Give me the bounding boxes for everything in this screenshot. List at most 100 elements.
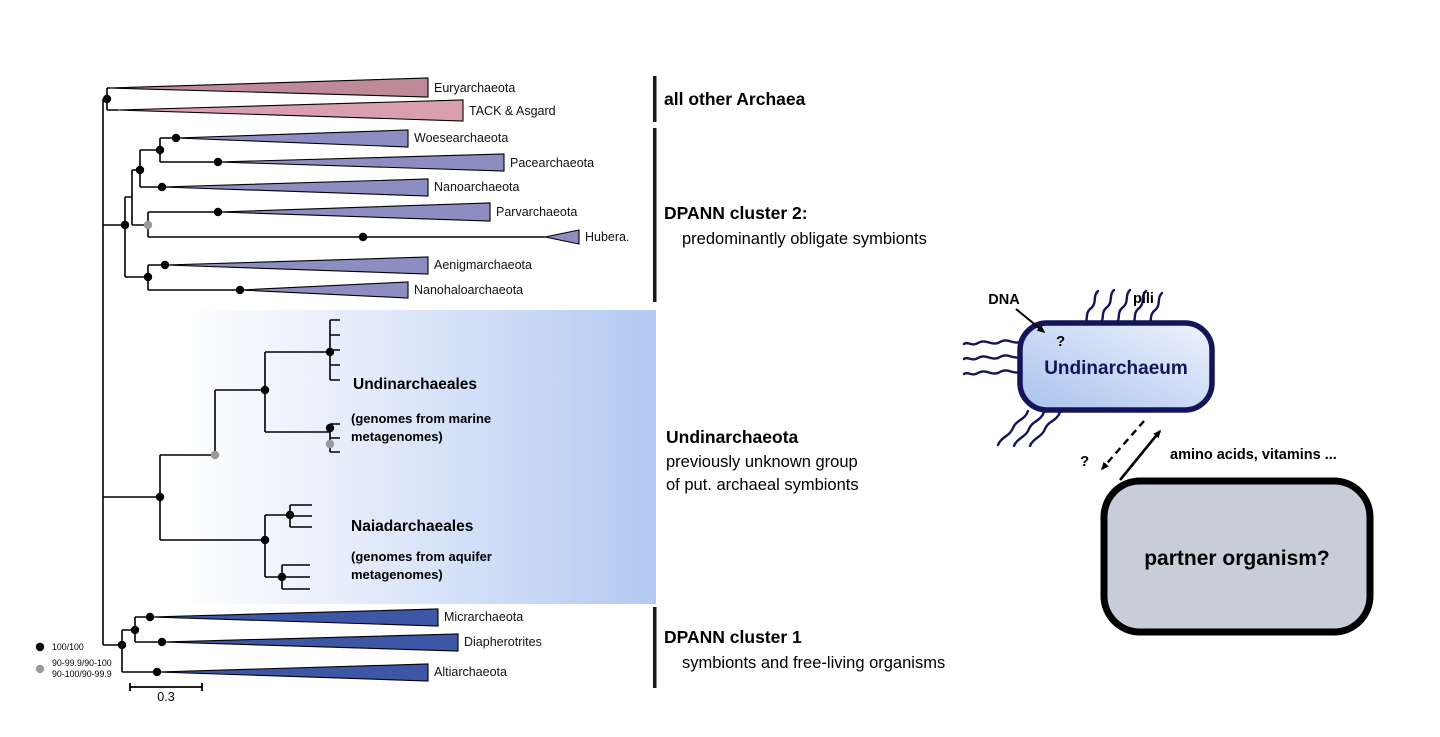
- tip-label-huberarchaeota: Hubera.: [585, 230, 629, 244]
- group-subtitle-dpann2: predominantly obligate symbionts: [682, 230, 927, 248]
- support-dots-partial: [35, 220, 335, 674]
- flagellum-line: [1028, 410, 1062, 448]
- divider-other-archaea: [653, 76, 657, 122]
- tip-label-diapherotrites: Diapherotrites: [464, 635, 542, 649]
- clade-triangle-aenigmarchaeota: [164, 256, 429, 275]
- support-dots-full: [35, 94, 368, 677]
- node-dot: [102, 94, 112, 104]
- group-title-dpann2: DPANN cluster 2:: [664, 203, 808, 223]
- clade-triangle-diapherotrites: [161, 633, 459, 652]
- flagellum-line: [996, 409, 1030, 447]
- node-dot: [235, 285, 245, 295]
- clade-triangle-pacearchaeota: [217, 153, 505, 172]
- undinarchaeum-illustration: Undinarchaeum DNA ? pili ? amino acids, …: [962, 288, 1374, 636]
- legend-partial-support-label-line2: 90-100/90-99.9: [52, 669, 112, 679]
- group-title-undinarchaeota: Undinarchaeota: [666, 427, 799, 447]
- scale-bar: [129, 683, 203, 691]
- tip-label-woesearchaeota: Woesearchaeota: [414, 131, 508, 145]
- exchange-arrow-nutrients: [1118, 429, 1162, 481]
- flagellum-line: [962, 369, 1024, 376]
- tip-label-euryarchaeota: Euryarchaeota: [434, 81, 515, 95]
- naiadarchaeales-name: Naiadarchaeales: [351, 518, 473, 535]
- node-dot: [213, 157, 223, 167]
- partner-organism-box: [1100, 477, 1374, 636]
- clade-triangles: [107, 77, 580, 682]
- clade-triangle-woesearchaeota: [175, 129, 409, 148]
- branches-dpann1: [103, 616, 162, 673]
- node-dot: [277, 572, 287, 582]
- group-desc-undinarchaeota-line2: of put. archaeal symbionts: [666, 476, 859, 494]
- flagellum-line: [1012, 410, 1046, 448]
- undinarchaeales-desc-line2: metagenomes): [351, 429, 443, 444]
- node-dot: [155, 492, 165, 502]
- node-dot: [285, 510, 295, 520]
- node-dot: [130, 625, 140, 635]
- node-dot: [157, 637, 167, 647]
- tip-labels: Euryarchaeota TACK & Asgard Woesearchaeo…: [414, 81, 629, 679]
- flagellum-line: [962, 354, 1024, 361]
- node-dot: [143, 272, 153, 282]
- group-subtitle-dpann1: symbionts and free-living organisms: [682, 654, 945, 672]
- undinarchaeales-desc-line1: (genomes from marine: [351, 411, 491, 426]
- undinarchaeota-highlight-box: [180, 310, 656, 604]
- node-dot: [213, 207, 223, 217]
- group-title-dpann1: DPANN cluster 1: [664, 627, 802, 647]
- legend-partial-support-label-line1: 90-99.9/90-100: [52, 658, 112, 668]
- dna-question-mark: ?: [1056, 333, 1065, 350]
- node-dot: [325, 423, 335, 433]
- node-dot: [160, 260, 170, 270]
- clade-triangle-parvarchaeota: [217, 202, 491, 222]
- partner-organism-label: partner organism?: [1144, 547, 1330, 570]
- inner-clade-labels: Undinarchaeales (genomes from marine met…: [351, 376, 492, 582]
- clade-triangle-altiarchaeota: [156, 663, 429, 682]
- pili-label: pili: [1133, 291, 1154, 307]
- naiadarchaeales-desc-line2: metagenomes): [351, 567, 443, 582]
- divider-dpann1: [653, 607, 657, 688]
- divider-dpann2: [653, 128, 657, 302]
- group-labels: all other Archaea DPANN cluster 2: predo…: [664, 89, 945, 672]
- node-dot-gray: [210, 450, 220, 460]
- legend-full-support-label: 100/100: [52, 642, 84, 652]
- exchange-arrow-unknown: [1101, 420, 1145, 471]
- clade-triangle-huberarchaeota: [544, 229, 580, 245]
- legend: 100/100 90-99.9/90-100 90-100/90-99.9 0.…: [52, 642, 203, 704]
- clade-triangle-nanoarchaeota: [161, 178, 429, 197]
- clade-triangle-euryarchaeota: [107, 77, 429, 98]
- dna-label: DNA: [988, 292, 1020, 308]
- legend-partial-support-dot: [35, 664, 45, 674]
- flagellum-line: [962, 339, 1024, 346]
- node-dot: [157, 182, 167, 192]
- node-dot: [171, 133, 181, 143]
- node-dot: [117, 640, 127, 650]
- node-dot: [325, 347, 335, 357]
- node-dot: [155, 145, 165, 155]
- node-dot: [358, 232, 368, 242]
- tip-label-pacearchaeota: Pacearchaeota: [510, 156, 594, 170]
- exchange-question-mark: ?: [1080, 453, 1089, 470]
- node-dot-gray: [143, 220, 153, 230]
- node-dot: [135, 165, 145, 175]
- nutrients-label: amino acids, vitamins ...: [1170, 447, 1337, 463]
- dna-arrow: [1015, 308, 1046, 333]
- node-dot: [145, 612, 155, 622]
- tip-label-altiarchaeota: Altiarchaeota: [434, 665, 507, 679]
- clade-triangle-nanohaloarchaeota: [239, 281, 409, 299]
- node-dot-gray: [325, 439, 335, 449]
- tip-label-nanohaloarchaeota: Nanohaloarchaeota: [414, 283, 523, 297]
- clade-triangle-micrarchaeota: [149, 608, 439, 627]
- tip-label-aenigmarchaeota: Aenigmarchaeota: [434, 258, 532, 272]
- tip-label-micrarchaeota: Micrarchaeota: [444, 610, 523, 624]
- group-desc-undinarchaeota-line1: previously unknown group: [666, 453, 858, 471]
- tip-label-parvarchaeota: Parvarchaeota: [496, 205, 577, 219]
- group-title-other-archaea: all other Archaea: [664, 89, 806, 109]
- undinarchaeum-cell-label: Undinarchaeum: [1044, 358, 1188, 379]
- naiadarchaeales-desc-line1: (genomes from aquifer: [351, 549, 492, 564]
- node-dot: [152, 667, 162, 677]
- undinarchaeum-cell: [1017, 320, 1215, 413]
- tip-label-nanoarchaeota: Nanoarchaeota: [434, 180, 520, 194]
- node-dot: [260, 535, 270, 545]
- scale-bar-value: 0.3: [157, 690, 174, 704]
- node-dot: [120, 220, 130, 230]
